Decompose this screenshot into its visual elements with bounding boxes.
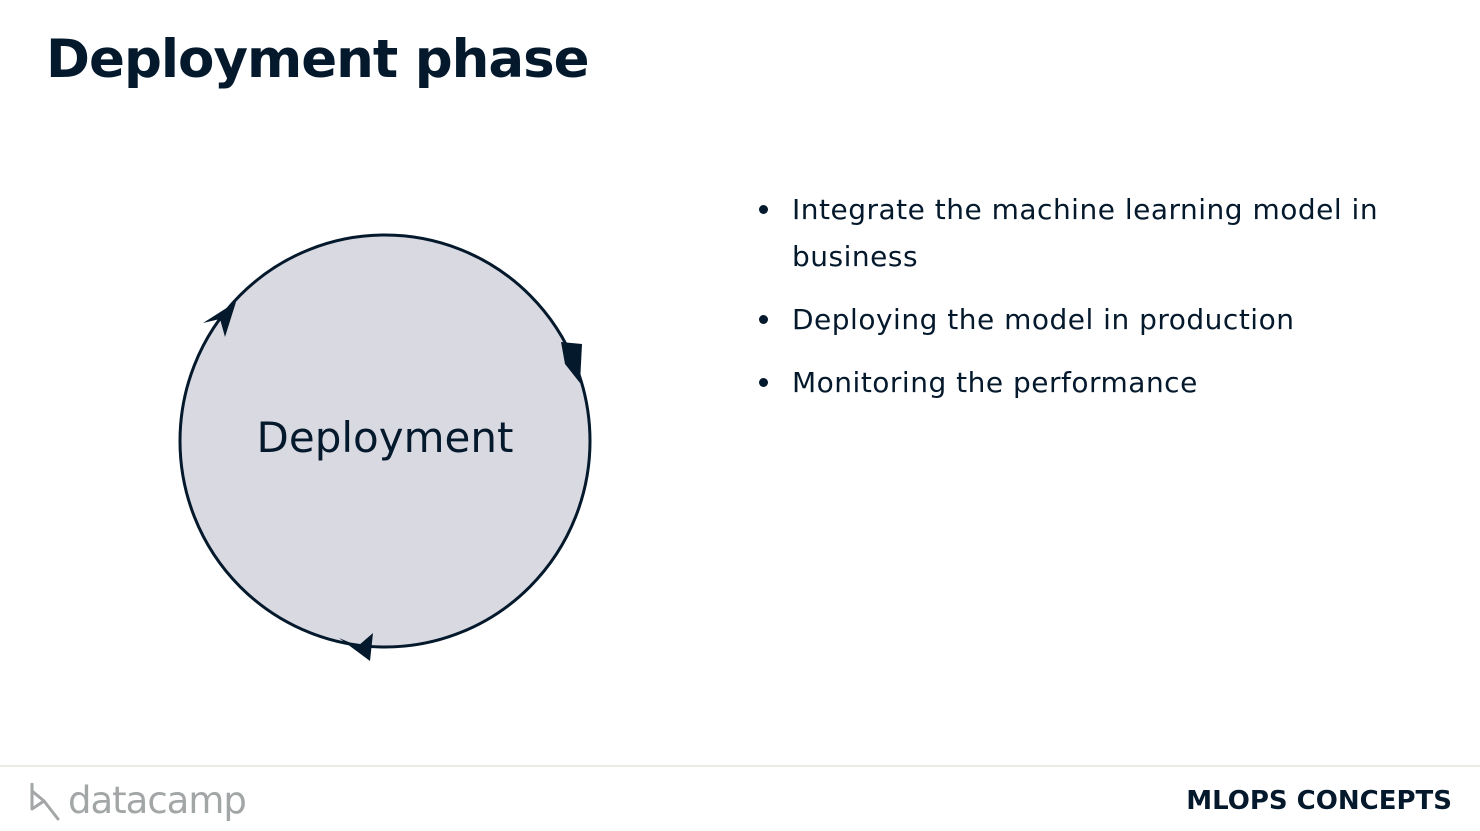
bullet-item: Monitoring the performance <box>758 359 1438 406</box>
deployment-cycle-diagram: Deployment <box>170 226 600 666</box>
arrow-head-icon <box>339 633 373 661</box>
datacamp-logo-icon <box>30 783 60 821</box>
bullet-dot-icon <box>759 205 768 214</box>
arrow-head-icon <box>561 342 582 383</box>
footer-divider <box>0 765 1480 767</box>
bullet-item: Deploying the model in production <box>758 296 1438 343</box>
cycle-graphic <box>178 233 592 661</box>
slide-title: Deployment phase <box>46 29 590 90</box>
bullet-dot-icon <box>759 315 768 324</box>
datacamp-logo: datacamp <box>28 778 247 824</box>
bullet-list: Integrate the machine learning model in … <box>758 186 1438 422</box>
logo-text: datacamp <box>68 779 247 822</box>
bullet-text: Monitoring the performance <box>792 366 1198 399</box>
arrow-head-icon <box>203 302 236 337</box>
bullet-dot-icon <box>759 378 768 387</box>
bullet-text: Integrate the machine learning model in … <box>792 193 1379 273</box>
bullet-item: Integrate the machine learning model in … <box>758 186 1438 280</box>
course-name: MLOPS CONCEPTS <box>1186 786 1452 816</box>
cycle-circle <box>178 233 592 649</box>
bullet-text: Deploying the model in production <box>792 303 1295 336</box>
circle-label: Deployment <box>256 413 514 462</box>
